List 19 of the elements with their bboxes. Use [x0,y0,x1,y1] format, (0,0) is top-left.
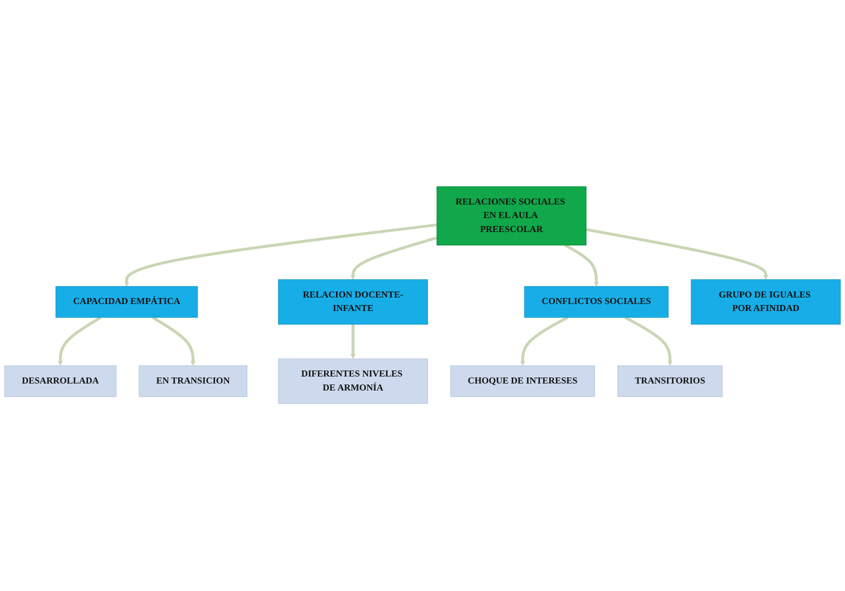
arrow [520,316,568,366]
arrow [586,228,768,280]
node-box: GRUPO DE IGUALES POR AFINIDAD [690,280,841,326]
node-box: TRANSITORIOS [617,366,723,398]
node-box: CAPACIDAD EMPÁTICA [56,286,198,318]
arrow [350,236,438,280]
node-box: EN TRANSICION [138,366,248,398]
arrow [624,316,673,366]
node-box: CHOQUE DE INTERESES [450,366,596,398]
arrow [124,224,438,288]
node-box: DIFERENTES NIVELES DE ARMONÍA [278,358,428,404]
arrow [350,324,356,360]
arrow [564,244,599,288]
arrow [152,316,196,366]
node-box: DESARROLLADA [4,366,116,398]
node-box: CONFLICTOS SOCIALES [524,286,669,318]
node-box: RELACION DOCENTE-INFANTE [278,280,428,326]
node-box: RELACIONES SOCIALES EN EL AULA PREESCOLAR [436,186,586,246]
arrow [58,316,102,366]
